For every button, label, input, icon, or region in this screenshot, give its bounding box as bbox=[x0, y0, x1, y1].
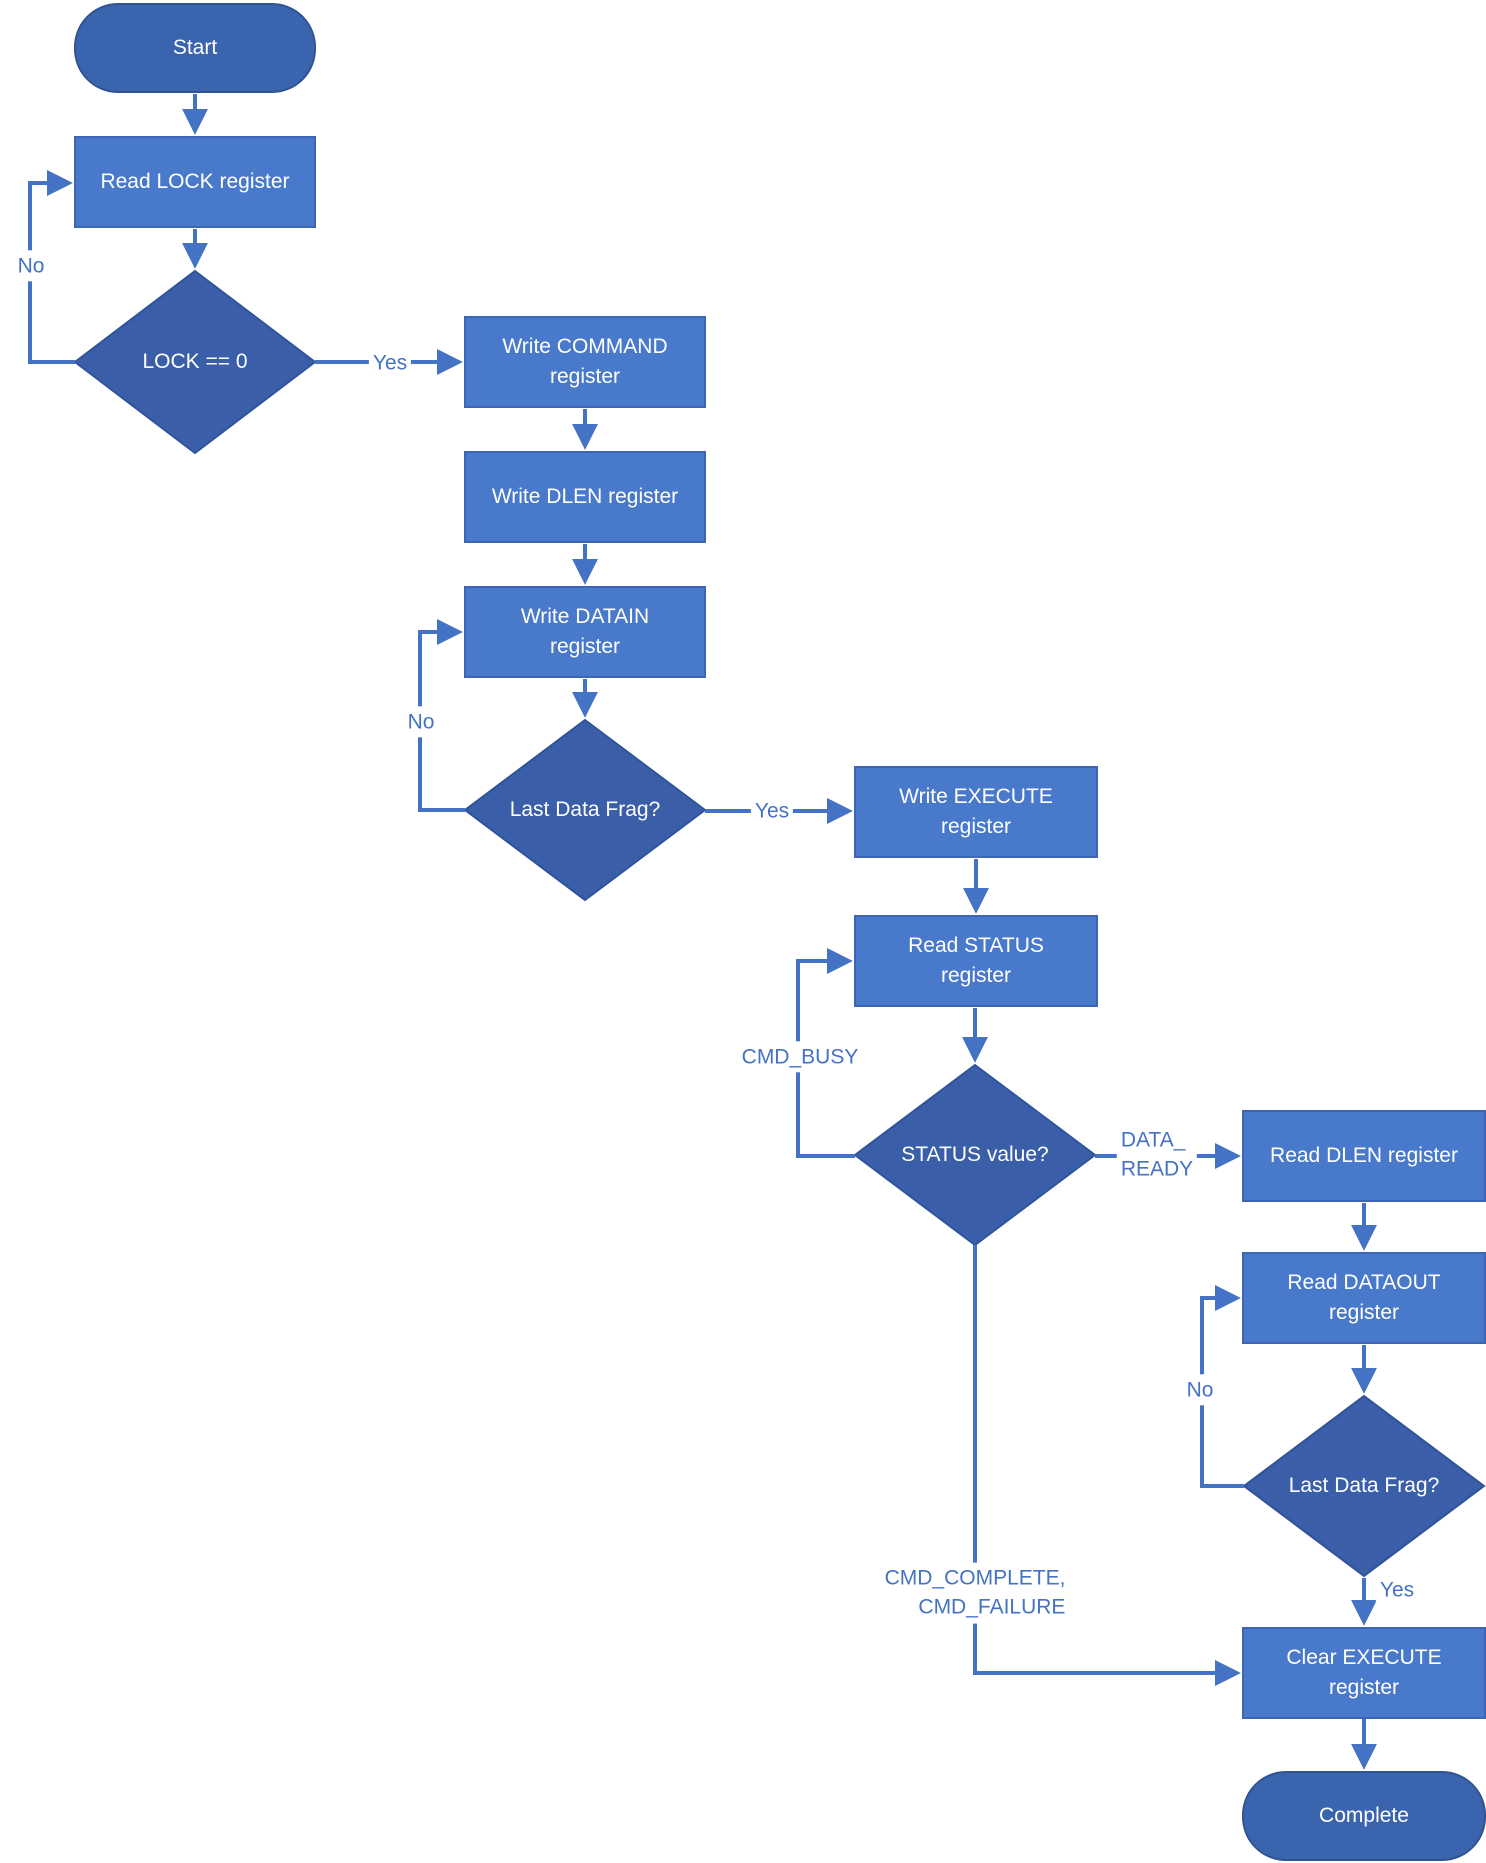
write-datain-node-shape bbox=[464, 586, 706, 678]
write-execute-node-shape bbox=[854, 766, 1098, 858]
read-dataout-node-shape bbox=[1242, 1252, 1486, 1344]
edge-status-value-cmd-busy-loop bbox=[796, 948, 855, 1158]
write-command-node-shape bbox=[464, 316, 706, 408]
edge-status-value-complete-failure bbox=[973, 1245, 1241, 1686]
lock-check-decision-shape bbox=[73, 269, 317, 455]
last-data-frag-in-decision-shape bbox=[463, 718, 707, 902]
edge-lock-check-no-loop bbox=[28, 170, 75, 364]
status-value-decision-shape bbox=[853, 1063, 1097, 1247]
edge-frag-out-no-loop bbox=[1200, 1285, 1244, 1488]
write-dlen-node-shape bbox=[464, 451, 706, 543]
clear-execute-node-shape bbox=[1242, 1627, 1486, 1719]
last-data-frag-out-decision-shape bbox=[1242, 1394, 1486, 1578]
edge-frag-in-no-loop bbox=[418, 619, 465, 812]
read-lock-node-shape bbox=[74, 136, 316, 228]
read-dlen-node-shape bbox=[1242, 1110, 1486, 1202]
complete-node-shape bbox=[1242, 1771, 1486, 1861]
read-status-node-shape bbox=[854, 915, 1098, 1007]
start-node-shape bbox=[74, 3, 316, 93]
